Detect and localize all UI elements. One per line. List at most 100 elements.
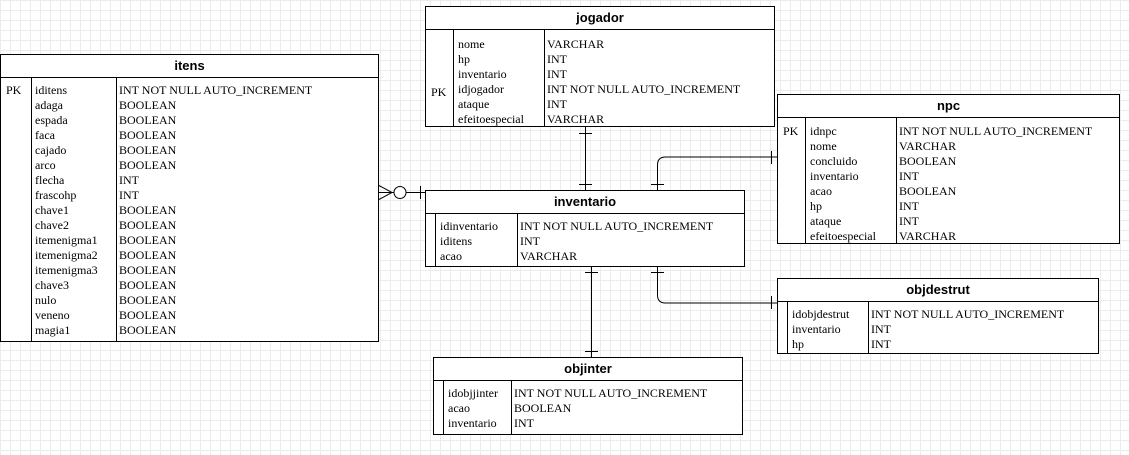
column-type: INT NOT NULL AUTO_INCREMENT xyxy=(514,386,708,400)
column-type: BOOLEAN xyxy=(119,263,177,277)
pk-column xyxy=(434,381,444,434)
column-type: BOOLEAN xyxy=(119,98,177,112)
column-type: INT xyxy=(871,322,891,336)
column-type: INT xyxy=(899,169,919,183)
column-name: iditens xyxy=(440,234,472,248)
column-name: magia1 xyxy=(35,323,71,337)
column-type: BOOLEAN xyxy=(119,308,177,322)
column-type: BOOLEAN xyxy=(119,323,177,337)
column-name: inventario xyxy=(448,416,497,430)
column-type: INT xyxy=(547,52,567,66)
column-name: espada xyxy=(35,113,68,127)
column-type: BOOLEAN xyxy=(119,278,177,292)
column-type: BOOLEAN xyxy=(119,218,177,232)
column-type: INT NOT NULL AUTO_INCREMENT xyxy=(899,124,1093,138)
pk-column: PK xyxy=(426,30,454,126)
column-name: inventario xyxy=(458,67,507,81)
column-type: VARCHAR xyxy=(899,139,957,153)
column-type: BOOLEAN xyxy=(119,203,177,217)
table-title: npc xyxy=(778,95,1119,118)
column-name: inventario xyxy=(792,322,841,336)
pk-label: PK xyxy=(431,85,447,99)
table-title: itens xyxy=(1,55,378,78)
column-name: idinventario xyxy=(440,219,498,233)
column-type: VARCHAR xyxy=(547,112,605,126)
column-name: efeitoespecial xyxy=(458,112,524,126)
column-name: acao xyxy=(448,401,470,415)
column-name: adaga xyxy=(35,98,63,112)
column-name: chave2 xyxy=(35,218,69,232)
column-type: VARCHAR xyxy=(547,37,605,51)
column-type: BOOLEAN xyxy=(119,248,177,262)
column-name: itemenigma3 xyxy=(35,263,98,277)
table-title: objdestrut xyxy=(778,279,1098,302)
column-name: ataque xyxy=(458,97,490,111)
column-type: BOOLEAN xyxy=(119,128,177,142)
column-type: BOOLEAN xyxy=(119,293,177,307)
pk-column xyxy=(778,302,788,353)
column-type: BOOLEAN xyxy=(119,233,177,247)
column-type: BOOLEAN xyxy=(514,401,572,415)
column-name: nulo xyxy=(35,293,57,307)
connector-objdestrut-inventario xyxy=(657,266,778,304)
column-name: cajado xyxy=(35,143,67,157)
column-name: hp xyxy=(810,199,822,213)
column-name: nome xyxy=(458,37,485,51)
table-title: inventario xyxy=(426,191,744,214)
column-name: chave3 xyxy=(35,278,69,292)
column-name: veneno xyxy=(35,308,70,322)
column-name: acao xyxy=(440,249,462,263)
column-type: INT xyxy=(547,67,567,81)
column-name: arco xyxy=(35,158,56,172)
column-name: nome xyxy=(810,139,837,153)
column-name: hp xyxy=(458,52,470,66)
column-type: INT xyxy=(520,234,540,248)
column-type: INT xyxy=(547,97,567,111)
table-title: objinter xyxy=(434,358,742,381)
pk-label: PK xyxy=(6,83,22,97)
column-type: VARCHAR xyxy=(520,249,578,263)
column-type: INT xyxy=(871,337,891,351)
column-name: faca xyxy=(35,128,55,142)
column-name: concluido xyxy=(810,154,858,168)
column-name: idnpc xyxy=(810,124,837,138)
column-name: idjogador xyxy=(458,82,504,96)
column-type: INT NOT NULL AUTO_INCREMENT xyxy=(520,219,714,233)
column-name: efeitoespecial xyxy=(810,229,876,243)
pk-column xyxy=(426,214,436,266)
column-name: inventario xyxy=(810,169,859,183)
column-type: BOOLEAN xyxy=(119,143,177,157)
column-name: idobjjinter xyxy=(448,386,498,400)
column-name: hp xyxy=(792,337,804,351)
column-type: BOOLEAN xyxy=(119,158,177,172)
column-type: INT xyxy=(119,188,139,202)
column-type: BOOLEAN xyxy=(119,113,177,127)
column-type: VARCHAR xyxy=(899,229,957,243)
column-name: itemenigma2 xyxy=(35,248,98,262)
column-name: itemenigma1 xyxy=(35,233,98,247)
connector-npc-inventario xyxy=(657,156,778,191)
column-name: ataque xyxy=(810,214,842,228)
column-type: INT xyxy=(899,199,919,213)
table-title: jogador xyxy=(426,7,774,30)
column-type: INT xyxy=(119,173,139,187)
column-type: BOOLEAN xyxy=(899,154,957,168)
pk-column: PK xyxy=(778,118,806,243)
